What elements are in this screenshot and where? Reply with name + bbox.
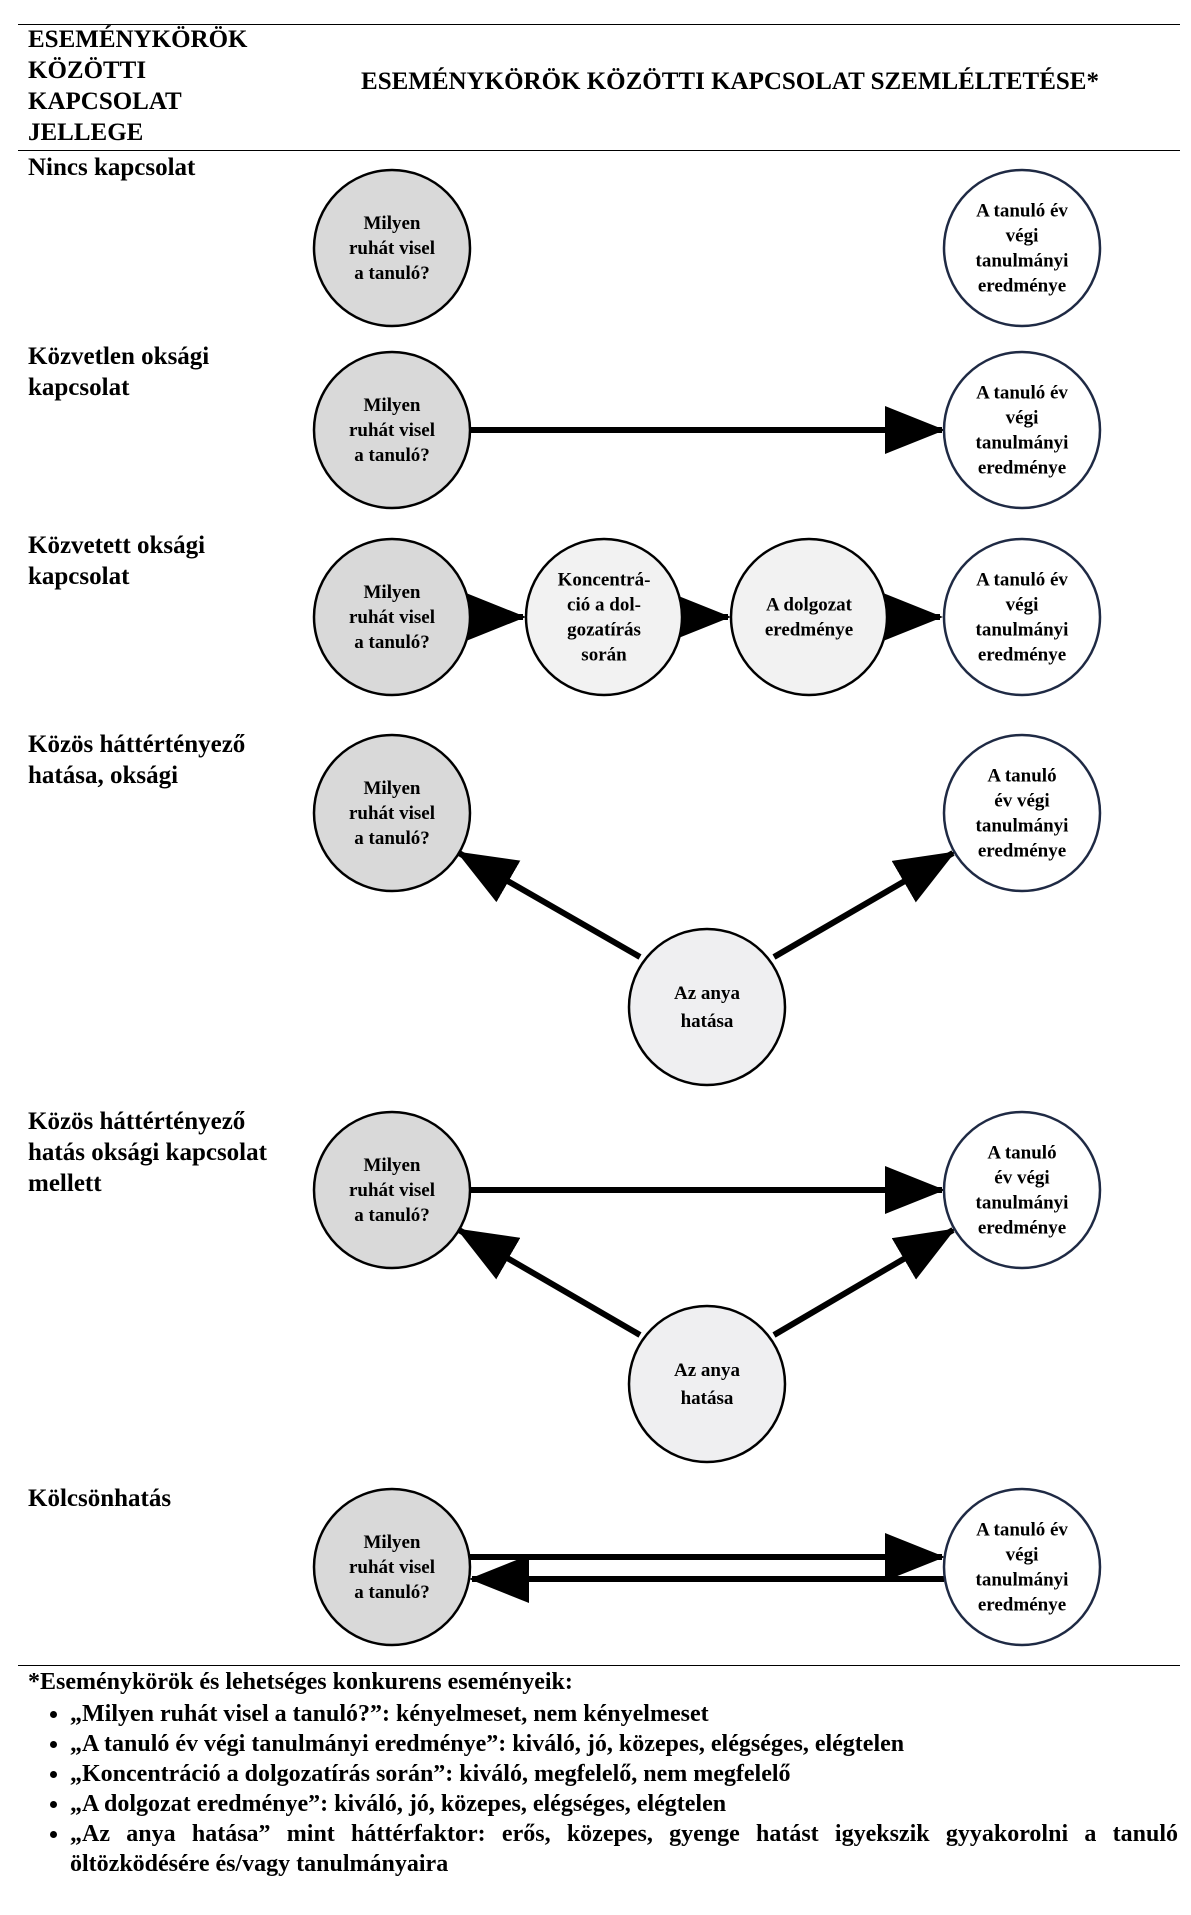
footnote-item-test: „A dolgozat eredménye”: kiváló, jó, köze… bbox=[70, 1789, 1178, 1819]
top-rule bbox=[18, 24, 1180, 25]
footnote-title: *Eseménykörök és lehetséges konkurens es… bbox=[28, 1669, 573, 1695]
node-clothes-row2-circle bbox=[312, 350, 472, 510]
arrow-mother-clothes-row5 bbox=[456, 1227, 642, 1338]
node-result-row4-circle bbox=[942, 733, 1102, 893]
column-header-illustration: ESEMÉNYKÖRÖK KÖZÖTTI KAPCSOLAT SZEMLÉLTE… bbox=[361, 68, 1099, 95]
node-mother-row5-circle bbox=[627, 1304, 787, 1464]
footnote-item-concentration: „Koncentráció a dolgozatírás során”: kiv… bbox=[70, 1759, 1178, 1789]
footnote-list: „Milyen ruhát visel a tanuló?”: kényelme… bbox=[28, 1699, 1178, 1879]
node-result-row5-circle bbox=[942, 1110, 1102, 1270]
node-clothes-row6-circle bbox=[312, 1487, 472, 1647]
footnote-item-clothes: „Milyen ruhát visel a tanuló?”: kényelme… bbox=[70, 1699, 1178, 1729]
row-label-no-relation: Nincs kapcsolat bbox=[28, 154, 196, 181]
row-label-direct-causal: Közvetlen oksági kapcsolat bbox=[28, 343, 210, 401]
node-clothes-row3-circle bbox=[312, 537, 472, 697]
row-label-common-cause: Közös háttértényező hatása, oksági bbox=[28, 731, 246, 789]
node-result-row1-circle bbox=[942, 168, 1102, 328]
footnote-item-result: „A tanuló év végi tanulmányi eredménye”:… bbox=[70, 1729, 1178, 1759]
row-label-interaction: Kölcsönhatás bbox=[28, 1485, 172, 1512]
node-mother-row4-circle bbox=[627, 927, 787, 1087]
column-header-relation-type: ESEMÉNYKÖRÖK KÖZÖTTI KAPCSOLAT JELLEGE bbox=[28, 26, 248, 146]
node-clothes-row1-circle bbox=[312, 168, 472, 328]
footnote-item-mother: „Az anya hatása” mint háttérfaktor: erős… bbox=[70, 1819, 1178, 1879]
footnote: *Eseménykörök és lehetséges konkurens es… bbox=[28, 1667, 1178, 1879]
header-rule bbox=[18, 150, 1180, 151]
node-clothes-row5-circle bbox=[312, 1110, 472, 1270]
bottom-rule bbox=[18, 1665, 1180, 1666]
row-label-common-cause-with-causal: Közös háttértényező hatás oksági kapcsol… bbox=[28, 1108, 267, 1197]
arrow-mother-result-row5 bbox=[772, 1227, 956, 1338]
node-test-row3-circle bbox=[729, 537, 889, 697]
arrows-layer bbox=[456, 406, 956, 1603]
node-result-row3-circle bbox=[942, 537, 1102, 697]
node-result-row2-circle bbox=[942, 350, 1102, 510]
row-label-indirect-causal: Közvetett oksági kapcsolat bbox=[28, 532, 206, 590]
arrow-mother-clothes-row4 bbox=[456, 850, 642, 960]
arrow-mother-result-row4 bbox=[772, 850, 956, 960]
node-result-row6-circle bbox=[942, 1487, 1102, 1647]
node-clothes-row4-circle bbox=[312, 733, 472, 893]
node-concentration-row3-circle bbox=[524, 537, 684, 697]
